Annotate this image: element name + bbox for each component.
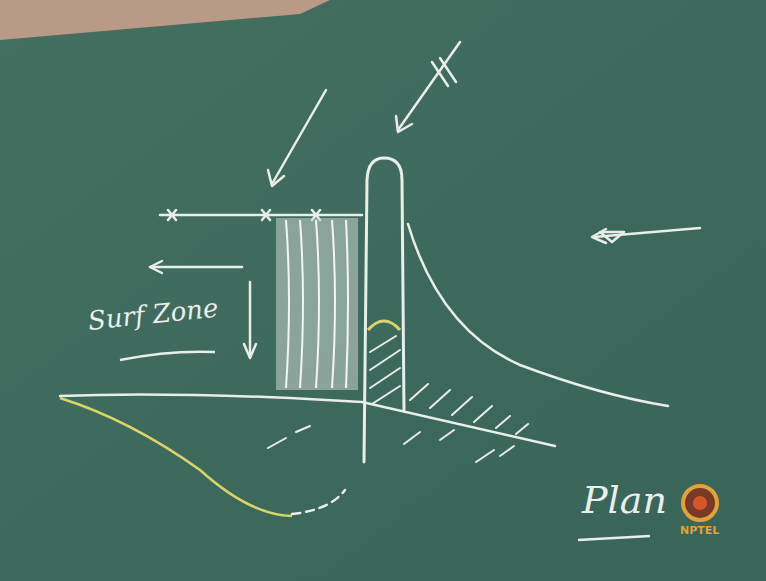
shoreline — [60, 394, 555, 446]
arrow-head — [396, 116, 412, 132]
longshore-arrow — [150, 266, 242, 269]
nptel-logo — [683, 486, 717, 520]
diffracted-crest — [408, 224, 668, 406]
view-label: Plan — [582, 478, 667, 522]
accretion-hatch — [370, 336, 400, 404]
arrow-head — [244, 344, 256, 358]
surf-zone — [276, 218, 358, 390]
eroded-shoreline — [60, 398, 292, 516]
board-frame — [0, 0, 330, 40]
underline — [578, 536, 650, 540]
wave-ray — [398, 42, 460, 130]
breakwater — [364, 158, 404, 462]
dash-mark — [268, 426, 310, 448]
arrow-head — [150, 261, 162, 273]
wave-crest — [160, 214, 362, 217]
erosion-dashed — [292, 490, 345, 514]
wave-ray — [272, 90, 326, 184]
arrow-head — [268, 170, 284, 186]
water-symbol — [600, 232, 624, 242]
leader-arrow — [249, 282, 252, 356]
yellow-arc — [368, 321, 400, 330]
accretion-hatch — [404, 384, 528, 462]
watermark: NPTEL — [680, 524, 719, 537]
cross-mark — [440, 58, 456, 82]
underline — [120, 352, 215, 360]
